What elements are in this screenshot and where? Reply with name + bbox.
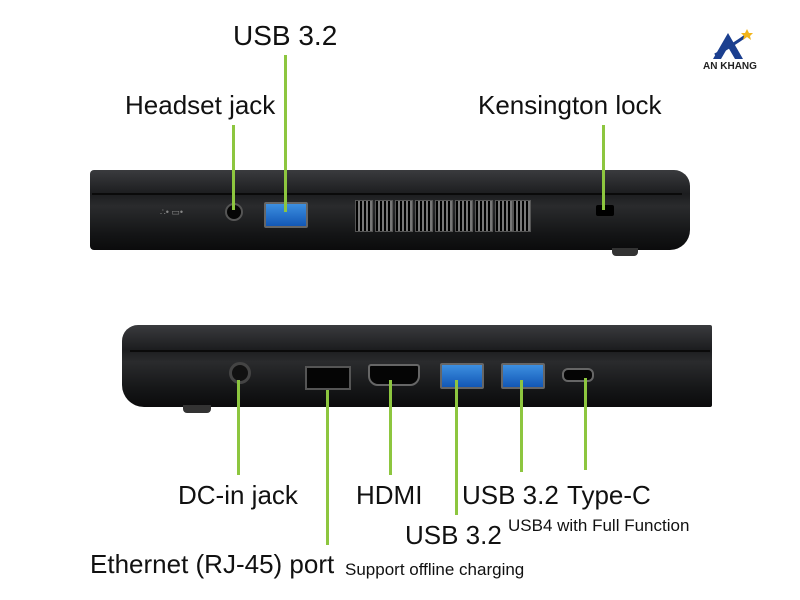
callout-line-type-c <box>584 378 587 470</box>
callout-line-ethernet <box>326 390 329 545</box>
label-dc-in-jack: DC-in jack <box>178 480 298 510</box>
label-type-c: Type-C <box>567 480 651 510</box>
callout-line-kensington <box>602 125 605 210</box>
label-kensington-lock: Kensington lock <box>478 90 662 120</box>
label-ethernet-port: Ethernet (RJ-45) port <box>90 549 335 579</box>
label-usb-3-2-top: USB 3.2 <box>233 20 338 51</box>
rubber-foot-bottom <box>183 405 211 413</box>
usb-3-2-port-right <box>501 363 545 389</box>
label-usb-3-2-right: USB 3.2 <box>462 480 559 510</box>
callout-line-dc-in <box>237 380 240 475</box>
an-khang-logo: AN KHANG <box>695 25 765 75</box>
label-hdmi: HDMI <box>356 480 423 510</box>
callout-line-usb-top <box>284 55 287 212</box>
kensington-lock-slot <box>596 205 614 216</box>
ethernet-port <box>305 366 351 390</box>
callout-line-headset <box>232 125 235 210</box>
lid-seam <box>92 193 682 195</box>
label-usb-3-2-left: USB 3.2 <box>405 520 502 550</box>
logo-mountain-icon: AN KHANG <box>703 29 757 72</box>
callout-line-usb-left <box>455 380 458 515</box>
usb-3-2-port-left <box>440 363 484 389</box>
svg-text:AN KHANG: AN KHANG <box>703 61 757 72</box>
status-led-icons: ∴• ▭• <box>160 207 184 217</box>
dc-in-port <box>229 362 251 384</box>
label-usb-left-note: Support offline charging <box>345 560 525 579</box>
callout-line-hdmi <box>389 380 392 475</box>
hdmi-port <box>368 364 420 386</box>
rubber-foot <box>612 248 638 256</box>
label-type-c-note: USB4 with Full Function <box>508 516 690 535</box>
callout-line-usb-right <box>520 380 523 472</box>
lid-seam-bottom <box>130 350 710 352</box>
label-headset-jack: Headset jack <box>125 90 276 120</box>
type-c-port <box>562 368 594 382</box>
